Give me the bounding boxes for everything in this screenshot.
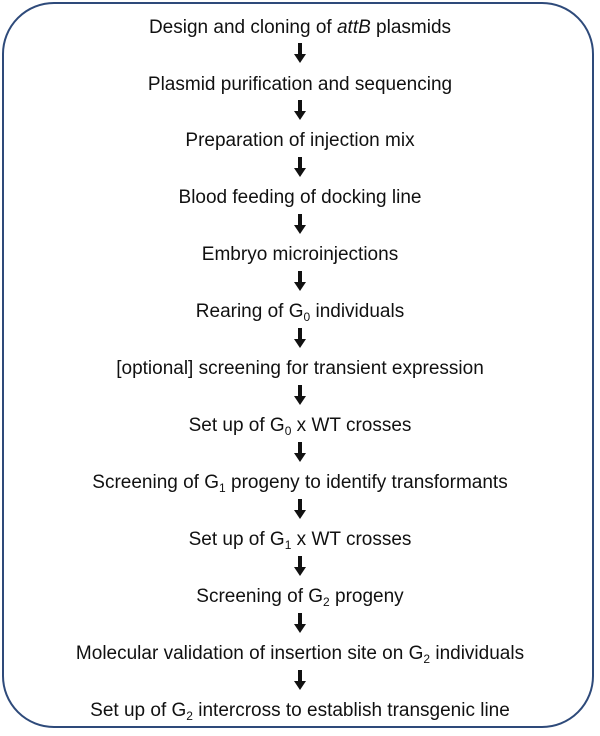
step-1: Design and cloning of attB plasmids <box>0 17 600 39</box>
step-5: Embryo microinjections <box>0 244 600 266</box>
step-text: progeny to identify transformants <box>225 472 508 493</box>
step-13: Set up of G2 intercross to establish tra… <box>0 700 600 722</box>
down-arrow-icon <box>294 157 306 177</box>
down-arrow-icon <box>294 613 306 633</box>
generation-subscript: 1 <box>284 538 292 552</box>
down-arrow-icon <box>294 442 306 462</box>
step-text: plasmids <box>370 17 452 38</box>
step-11: Screening of G2 progeny <box>0 586 600 608</box>
generation-subscript: 0 <box>303 310 311 324</box>
step-9: Screening of G1 progeny to identify tran… <box>0 472 600 494</box>
down-arrow-icon <box>294 499 306 519</box>
step-text: Set up of G <box>90 700 187 721</box>
step-text: x WT crosses <box>291 415 412 436</box>
down-arrow-icon <box>294 271 306 291</box>
step-text: Molecular validation of insertion site o… <box>75 643 424 664</box>
step-text: individuals <box>430 643 525 664</box>
step-text: Screening of G <box>196 586 324 607</box>
step-text: Embryo microinjections <box>201 244 399 265</box>
down-arrow-icon <box>294 556 306 576</box>
generation-subscript: 2 <box>323 595 330 609</box>
step-3: Preparation of injection mix <box>0 130 600 152</box>
step-text: Rearing of G <box>195 301 304 322</box>
step-text: progeny <box>329 586 404 607</box>
step-text: Screening of G <box>92 472 220 493</box>
step-text: [optional] screening for transient expre… <box>116 358 484 379</box>
down-arrow-icon <box>294 328 306 348</box>
generation-subscript: 1 <box>219 481 226 495</box>
rounded-frame <box>2 2 594 728</box>
step-text: Preparation of injection mix <box>185 130 415 151</box>
step-text: Blood feeding of docking line <box>178 187 422 208</box>
down-arrow-icon <box>294 214 306 234</box>
step-2: Plasmid purification and sequencing <box>0 74 600 96</box>
step-text: Set up of G <box>188 415 285 436</box>
step-text: individuals <box>310 301 405 322</box>
step-text: Set up of G <box>188 529 285 550</box>
down-arrow-icon <box>294 100 306 120</box>
step-6: Rearing of G0 individuals <box>0 301 600 323</box>
step-text: intercross to establish transgenic line <box>192 700 510 721</box>
step-text: x WT crosses <box>291 529 412 550</box>
step-12: Molecular validation of insertion site o… <box>0 643 600 665</box>
step-7: [optional] screening for transient expre… <box>0 358 600 380</box>
step-4: Blood feeding of docking line <box>0 187 600 209</box>
generation-subscript: 2 <box>186 709 193 723</box>
down-arrow-icon <box>294 670 306 690</box>
generation-subscript: 0 <box>284 424 292 438</box>
step-text: Plasmid purification and sequencing <box>147 74 453 95</box>
down-arrow-icon <box>294 43 306 63</box>
down-arrow-icon <box>294 385 306 405</box>
generation-subscript: 2 <box>423 652 431 666</box>
step-10: Set up of G1 x WT crosses <box>0 529 600 551</box>
step-8: Set up of G0 x WT crosses <box>0 415 600 437</box>
step-text: Design and cloning of <box>148 17 337 38</box>
step-italic-text: attB <box>336 17 371 38</box>
